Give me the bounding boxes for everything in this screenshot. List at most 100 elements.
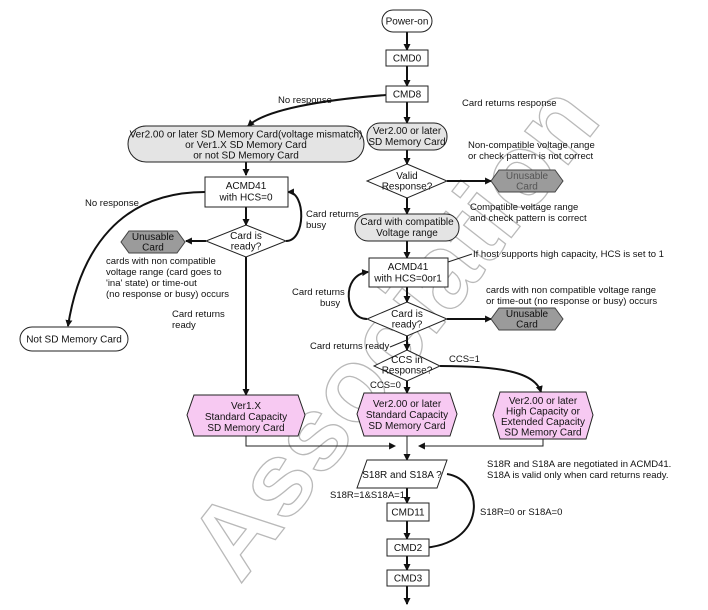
label-non-compat-left-4: (no response or busy) occurs [106,289,229,300]
edges [65,32,544,606]
node-cmd3: CMD3 [386,569,430,587]
svg-text:Unusable: Unusable [132,232,175,243]
svg-text:or Ver1.X SD Memory Card: or Ver1.X SD Memory Card [185,140,307,151]
svg-text:Extended Capacity: Extended Capacity [501,417,585,428]
svg-text:ACMD41: ACMD41 [388,262,429,273]
node-valid-response: Valid Response? [365,163,449,199]
node-card-compatible: Card with compatible Voltage range [354,213,460,242]
svg-text:S18R and S18A ?: S18R and S18A ? [362,470,442,481]
svg-text:CMD11: CMD11 [391,508,425,519]
svg-text:Ver2.00 or later: Ver2.00 or later [509,396,578,407]
svg-text:SD Memory Card: SD Memory Card [368,421,445,432]
svg-text:Ver2.00 or later: Ver2.00 or later [373,399,442,410]
svg-text:Standard Capacity: Standard Capacity [205,412,287,423]
node-unusable-card-3: Unusable Card [490,307,564,331]
edge-ver1-merge [245,436,397,450]
label-card-returns-response: Card returns response [462,98,557,109]
label-non-compat-left-1: cards with non compatible [106,256,216,267]
label-card-returns-busy-1b: busy [306,220,326,231]
svg-text:CMD3: CMD3 [394,574,423,585]
svg-text:Power-on: Power-on [386,17,429,28]
label-ccs1: CCS=1 [449,354,480,365]
label-card-returns-ready-2: Card returns ready [310,341,389,352]
node-card-ready-right: Card is ready? [365,301,449,337]
svg-text:ready?: ready? [231,242,262,253]
svg-text:Unusable: Unusable [506,309,549,320]
edge-high-merge [417,439,544,450]
label-non-compat-right-2: or time-out (no response or busy) occurs [486,296,657,307]
label-non-compat-left-2: voltage range (card goes to [106,267,222,278]
svg-text:Ver2.00 or later: Ver2.00 or later [373,126,442,137]
node-unusable-card-2: Unusable Card [120,230,186,254]
svg-text:ready?: ready? [392,320,423,331]
node-s18r-s18a: S18R and S18A ? [356,459,448,489]
svg-text:ACMD41: ACMD41 [226,181,267,192]
node-acmd41-hcs0: ACMD41 with HCS=0 [204,176,289,208]
svg-text:or not SD Memory Card: or not SD Memory Card [193,151,299,162]
svg-text:Response?: Response? [382,366,433,377]
node-cmd2: CMD2 [386,538,430,557]
label-compatible-1: Compatible voltage range [470,202,578,213]
leader-hcs [447,253,473,263]
node-ccs-response: CCS in Response? [372,349,442,382]
svg-text:SD Memory Card: SD Memory Card [207,423,284,434]
label-no-response-1: No response [278,95,332,106]
node-acmd41-hcs01: ACMD41 with HCS=0or1 [368,257,449,288]
edge-acmd41l-notsd [65,191,206,328]
edge-s18-cmd2 [419,473,475,552]
label-s18-yes: S18R=1&S18A=1 [330,490,405,501]
edge-ccs-high [439,365,543,394]
svg-text:Not SD Memory Card: Not SD Memory Card [26,335,122,346]
svg-text:Voltage range: Voltage range [376,228,438,239]
svg-text:Card: Card [516,182,538,193]
label-ccs0: CCS=0 [370,380,401,391]
edge-readyl-busy [285,188,303,242]
node-ver2-mismatch: Ver2.00 or later SD Memory Card(voltage … [127,125,365,163]
node-ver2-standard: Ver2.00 or later Standard Capacity SD Me… [356,392,458,437]
label-card-returns-ready-1b: ready [172,320,196,331]
node-not-sd-card: Not SD Memory Card [19,326,129,352]
label-card-returns-busy-1a: Card returns [306,209,359,220]
svg-text:with HCS=0: with HCS=0 [218,193,273,204]
edge-readyr-busy [347,269,370,320]
svg-text:Unusable: Unusable [506,171,549,182]
edge-labels: No response Card returns response Non-co… [85,95,671,518]
leader-ready2 [389,339,408,348]
node-cmd8: CMD8 [385,85,429,103]
label-s18-no: S18R=0 or S18A=0 [480,507,562,518]
svg-text:Card: Card [142,243,164,254]
label-card-returns-busy-2b: busy [320,298,340,309]
node-unusable-card-1: Unusable Card [490,169,564,193]
label-compatible-2: and check pattern is correct [470,213,587,224]
svg-text:Card with compatible: Card with compatible [360,217,454,228]
node-ver2-high-capacity: Ver2.00 or later High Capacity or Extend… [492,391,594,440]
node-ver1-standard: Ver1.X Standard Capacity SD Memory Card [186,394,306,437]
svg-text:CMD0: CMD0 [393,54,422,65]
node-cmd11: CMD11 [386,502,430,522]
svg-text:CCS in: CCS in [391,355,423,366]
svg-text:SD Memory Card: SD Memory Card [504,428,581,439]
label-non-compat-right-1: cards with non compatible voltage range [486,285,656,296]
svg-text:Card is: Card is [230,231,262,242]
label-non-compatible-2: or check pattern is not correct [468,151,593,162]
node-ver2-response: Ver2.00 or later SD Memory Card [366,122,448,151]
svg-text:Ver1.X: Ver1.X [231,401,261,412]
label-no-response-2: No response [85,198,139,209]
label-card-returns-ready-1a: Card returns [172,309,225,320]
svg-text:Card: Card [516,320,538,331]
label-s18-note-2: S18A is valid only when card returns rea… [487,470,668,481]
svg-text:SD Memory Card: SD Memory Card [368,137,445,148]
label-non-compatible-1: Non-compatible voltage range [468,140,595,151]
node-cmd0: CMD0 [385,49,429,67]
svg-text:Card is: Card is [391,309,423,320]
svg-text:High Capacity or: High Capacity or [506,407,581,418]
node-power-on: Power-on [381,9,433,33]
label-s18-note-1: S18R and S18A are negotiated in ACMD41. [487,459,671,470]
svg-text:Valid: Valid [396,171,418,182]
label-card-returns-busy-2a: Card returns [292,287,345,298]
edge-cmd8-mismatch [247,94,387,127]
label-non-compat-left-3: 'ina' state) or time-out [106,278,197,289]
svg-text:CMD8: CMD8 [393,90,422,101]
svg-text:Ver2.00 or later SD Memory Car: Ver2.00 or later SD Memory Card(voltage … [130,130,363,141]
